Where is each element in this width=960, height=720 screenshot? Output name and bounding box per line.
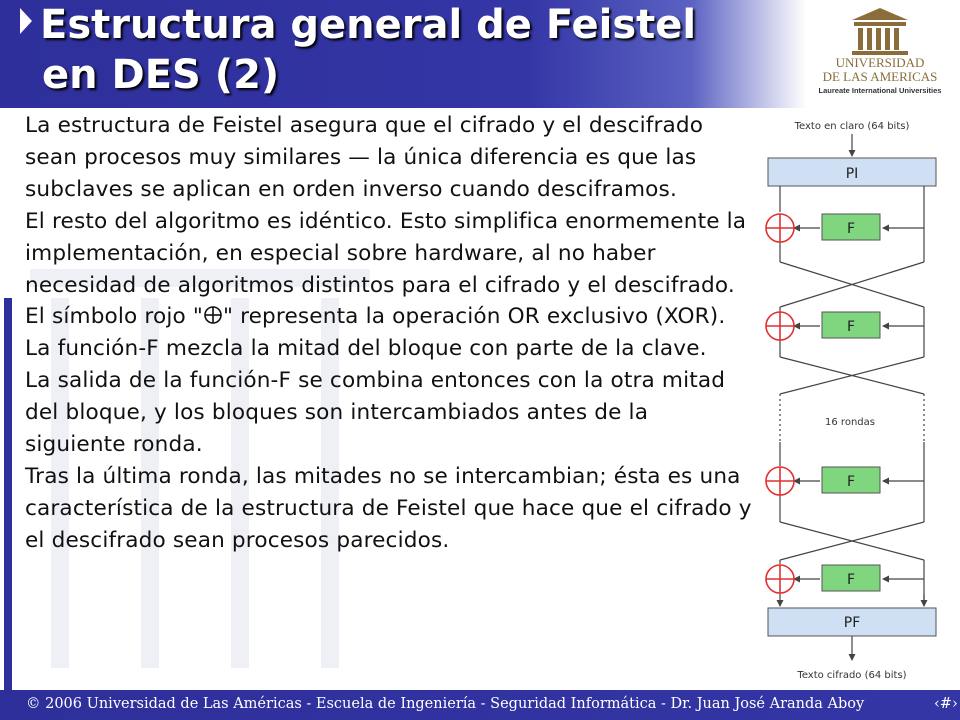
input-label: Texto en claro (64 bits) <box>794 121 910 132</box>
svg-text:F: F <box>847 474 855 490</box>
paragraph-3-after: " representa la operación OR exclusivo (… <box>25 304 726 362</box>
slide-footer: © 2006 Universidad de Las Américas - Esc… <box>0 690 960 720</box>
svg-text:F: F <box>847 572 855 588</box>
f-function-box: F <box>821 213 881 241</box>
svg-text:F: F <box>847 221 855 237</box>
logo-line2: DE LAS AMERICAS <box>823 69 938 84</box>
xor-node-icon <box>765 466 795 496</box>
f-function-box: F <box>821 466 881 494</box>
footer-text: © 2006 Universidad de Las Américas - Esc… <box>26 696 865 712</box>
initial-permutation-label: PI <box>846 166 859 182</box>
svg-text:F: F <box>847 319 855 335</box>
final-permutation-label: PF <box>844 615 861 631</box>
title-bullet-arrow-icon <box>20 8 32 34</box>
xor-node-icon <box>765 213 795 243</box>
slide-header: Estructura general de Feistel en DES (2)… <box>0 0 960 108</box>
feistel-diagram: Texto en claro (64 bits) PI <box>765 121 937 681</box>
initial-permutation-box <box>767 157 937 187</box>
slide-title: Estructura general de Feistel en DES (2) <box>40 0 696 100</box>
slide-title-line2: en DES (2) <box>42 52 280 98</box>
f-function-box: F <box>821 564 881 592</box>
paragraph-3: El símbolo rojo "" representa la operaci… <box>25 301 755 365</box>
logo-line3: Laureate International Universities <box>819 86 942 95</box>
left-accent-bar <box>0 108 16 690</box>
xor-node-icon <box>765 311 795 341</box>
paragraph-2: El resto del algoritmo es idéntico. Esto… <box>25 208 747 298</box>
final-permutation-box <box>767 607 937 637</box>
xor-symbol-icon <box>204 306 222 325</box>
slide-title-line1: Estructura general de Feistel <box>40 2 697 48</box>
body-text: La estructura de Feistel asegura que el … <box>25 110 755 557</box>
university-logo: UNIVERSIDAD DE LAS AMERICAS Laureate Int… <box>819 8 942 95</box>
paragraph-4: La salida de la función-F se combina ent… <box>25 368 726 458</box>
xor-node-icon <box>765 564 795 594</box>
paragraph-5: Tras la última ronda, las mitades no se … <box>25 463 752 553</box>
slide-number-icon: ‹#› <box>934 696 958 712</box>
columned-building-icon <box>852 8 908 55</box>
paragraph-1: La estructura de Feistel asegura que el … <box>25 113 704 202</box>
faint-column-watermark <box>30 269 370 668</box>
rounds-label: 16 rondas <box>825 417 875 428</box>
f-function-box: F <box>821 311 881 339</box>
paragraph-3-before: El símbolo rojo " <box>25 304 203 330</box>
output-label: Texto cifrado (64 bits) <box>796 670 906 681</box>
logo-line1: UNIVERSIDAD <box>836 55 925 70</box>
